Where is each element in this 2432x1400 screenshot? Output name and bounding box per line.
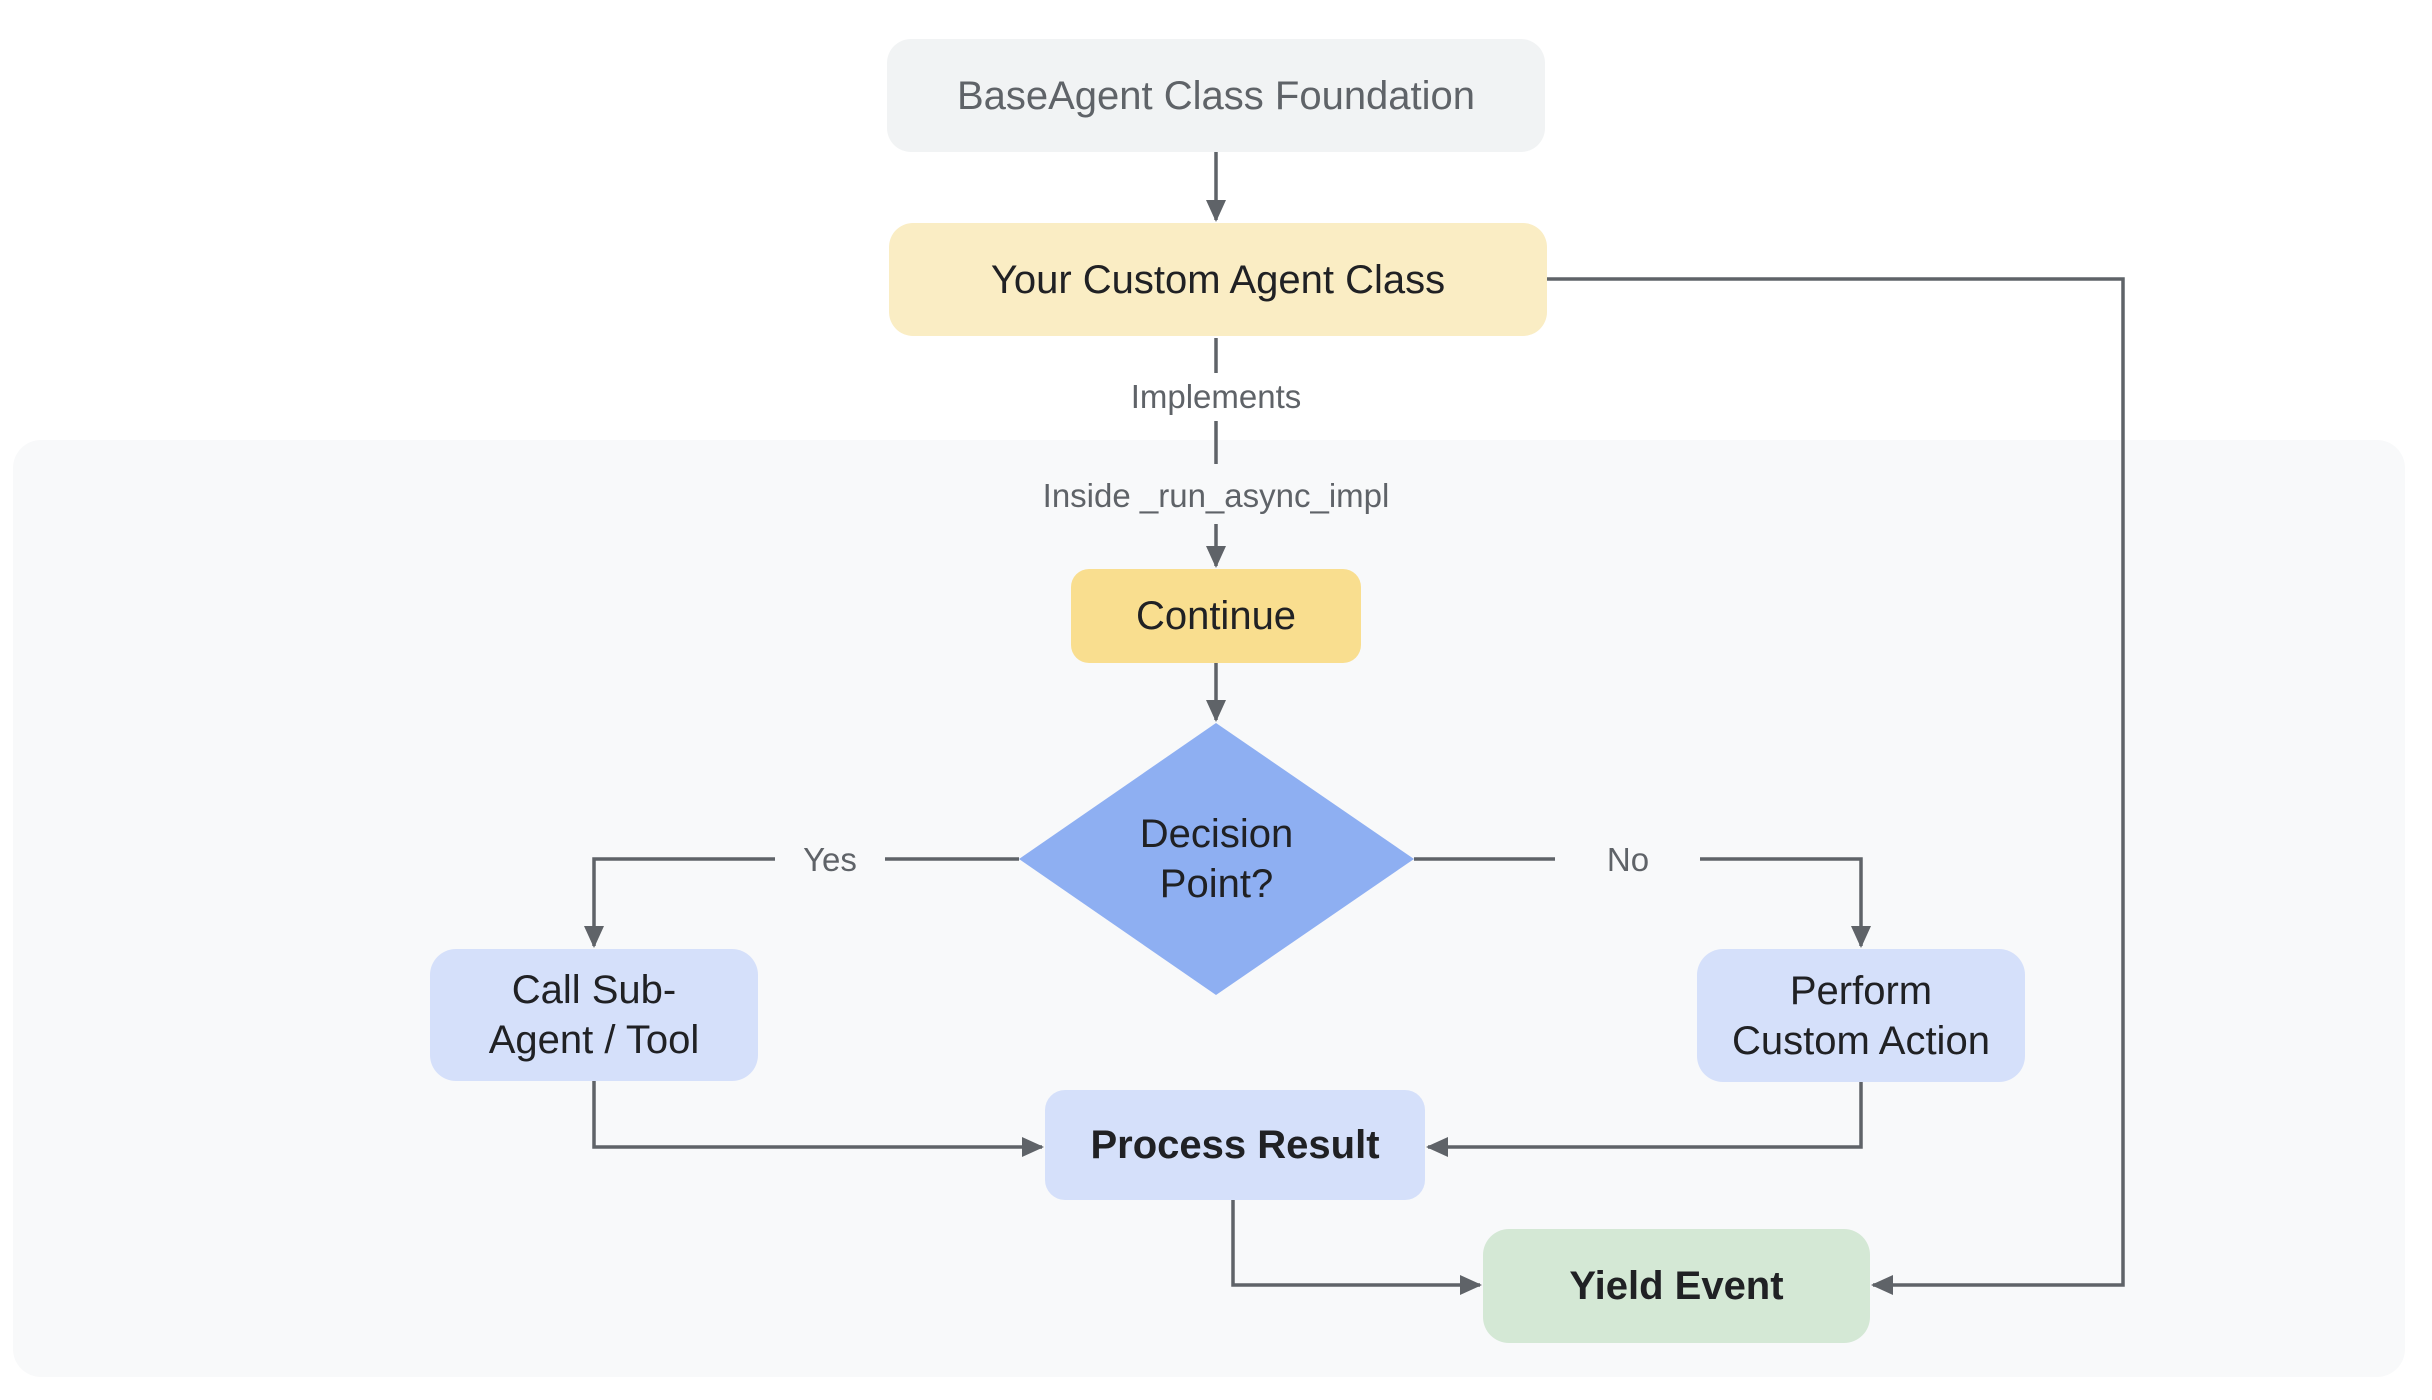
node-decision-point-label-line1: Decision bbox=[1139, 812, 1294, 856]
node-decision-point: Decision Point? bbox=[1019, 723, 1414, 995]
node-call-sub-agent-tool: Call Sub- Agent / Tool bbox=[430, 949, 758, 1081]
edge-label-yes: Yes bbox=[803, 841, 857, 878]
node-your-custom-agent-class: Your Custom Agent Class bbox=[889, 223, 1547, 336]
node-decision-point-label-line2: Point? bbox=[1159, 862, 1274, 906]
node-process-result: Process Result bbox=[1045, 1090, 1425, 1200]
node-yield-event-label: Yield Event bbox=[1569, 1264, 1784, 1308]
node-perform-custom-action-label-line1: Perform bbox=[1789, 968, 1933, 1013]
node-perform-custom-action: Perform Custom Action bbox=[1697, 949, 2025, 1082]
node-call-sub-agent-tool-label-line1: Call Sub- bbox=[511, 968, 677, 1012]
node-perform-custom-action-label-line2: Custom Action bbox=[1732, 1018, 1990, 1063]
edge-label-implements: Implements bbox=[1130, 378, 1302, 415]
node-process-result-label: Process Result bbox=[1090, 1123, 1380, 1167]
node-baseagent-class-foundation: BaseAgent Class Foundation bbox=[887, 39, 1545, 152]
node-continue-label: Continue bbox=[1135, 594, 1297, 638]
node-your-custom-agent-class-label: Your Custom Agent Class bbox=[990, 257, 1446, 302]
node-call-sub-agent-tool-label-line2: Agent / Tool bbox=[488, 1018, 700, 1062]
node-baseagent-class-foundation-label: BaseAgent Class Foundation bbox=[956, 73, 1476, 118]
node-continue: Continue bbox=[1071, 569, 1361, 663]
edge-label-inside-run-async-impl: Inside _run_async_impl bbox=[1042, 477, 1390, 514]
node-yield-event: Yield Event bbox=[1483, 1229, 1870, 1343]
edge-label-no: No bbox=[1606, 841, 1650, 878]
